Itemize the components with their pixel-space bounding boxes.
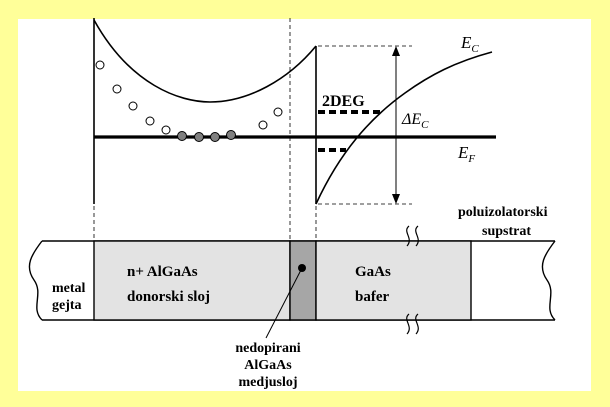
- gaas-conduction-band-curve: [315, 51, 493, 205]
- electron-open: [95, 60, 105, 70]
- electron-open: [161, 125, 171, 135]
- electron-open: [273, 107, 283, 117]
- donor-label-line2: donorski sloj: [127, 289, 210, 305]
- electron-open: [145, 116, 155, 126]
- substrate-label-line1: poluizolatorski: [458, 205, 548, 220]
- conduction-band-label: EC: [460, 33, 479, 55]
- spacer-callout-line1: nedopirani: [235, 341, 300, 356]
- bound-electron-markers: [177, 130, 236, 142]
- electron-filled: [194, 132, 204, 142]
- substrate-label-line2: supstrat: [482, 224, 531, 239]
- buffer-layer: [315, 240, 472, 321]
- offset-arrow-head-top: [392, 46, 400, 56]
- spacer-callout-line3: medjusloj: [238, 375, 297, 390]
- metal-label-line2: gejta: [52, 298, 82, 313]
- donor-label-line1: n+ AlGaAs: [127, 264, 198, 280]
- band-offset-label: ΔEC: [401, 111, 429, 131]
- two-deg-label: 2DEG: [322, 93, 365, 110]
- right-break-wave: [541, 240, 556, 321]
- free-electron-markers: [95, 60, 283, 135]
- fermi-level-label: EF: [457, 143, 475, 165]
- buffer-break-marks: [406, 225, 419, 335]
- spacer-callout-line: [265, 267, 303, 339]
- electron-filled: [226, 130, 236, 140]
- donor-layer: [93, 240, 291, 321]
- diagram-panel: [18, 19, 591, 391]
- electron-filled: [210, 132, 220, 142]
- spacer-callout-line2: AlGaAs: [244, 358, 292, 373]
- offset-arrow-head-bottom: [392, 194, 400, 204]
- left-break-wave: [28, 240, 43, 321]
- electron-filled: [177, 131, 187, 141]
- spacer-layer: [289, 240, 317, 321]
- electron-open: [258, 120, 268, 130]
- donor-conduction-band-curve: [93, 19, 317, 103]
- buffer-label-line2: bafer: [355, 289, 389, 305]
- electron-open: [128, 101, 138, 111]
- buffer-label-line1: GaAs: [355, 264, 391, 280]
- electron-open: [112, 84, 122, 94]
- metal-label-line1: metal: [52, 281, 86, 296]
